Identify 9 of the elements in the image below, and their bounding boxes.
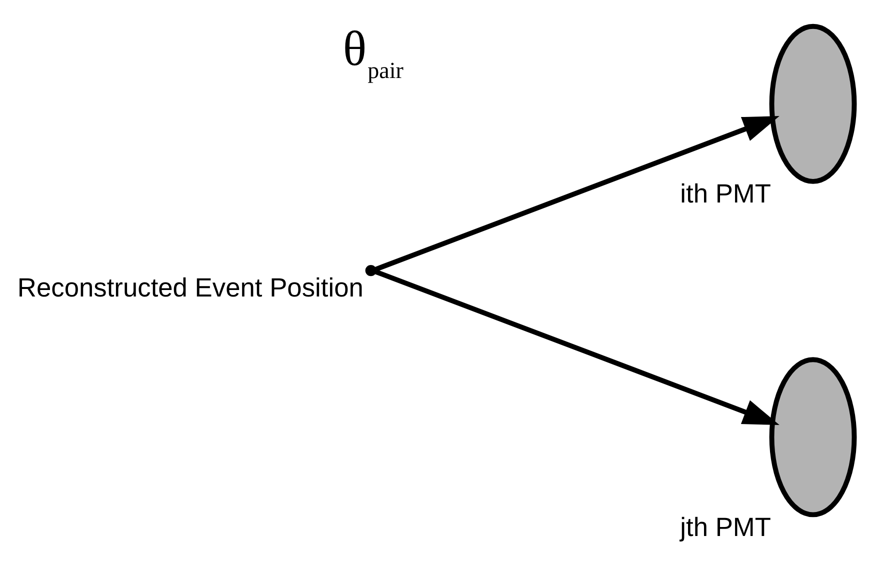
arrow [374,116,780,272]
label: θ$_{pair}$ [342,21,404,84]
node-label: ith PMT [680,178,772,209]
node-ellipse [769,24,857,184]
node-label: jth PMT [680,512,772,542]
arrow [374,269,780,426]
node-ellipse [769,357,857,518]
node-label: Reconstructed Event Position [17,272,364,302]
node-point [365,264,376,276]
